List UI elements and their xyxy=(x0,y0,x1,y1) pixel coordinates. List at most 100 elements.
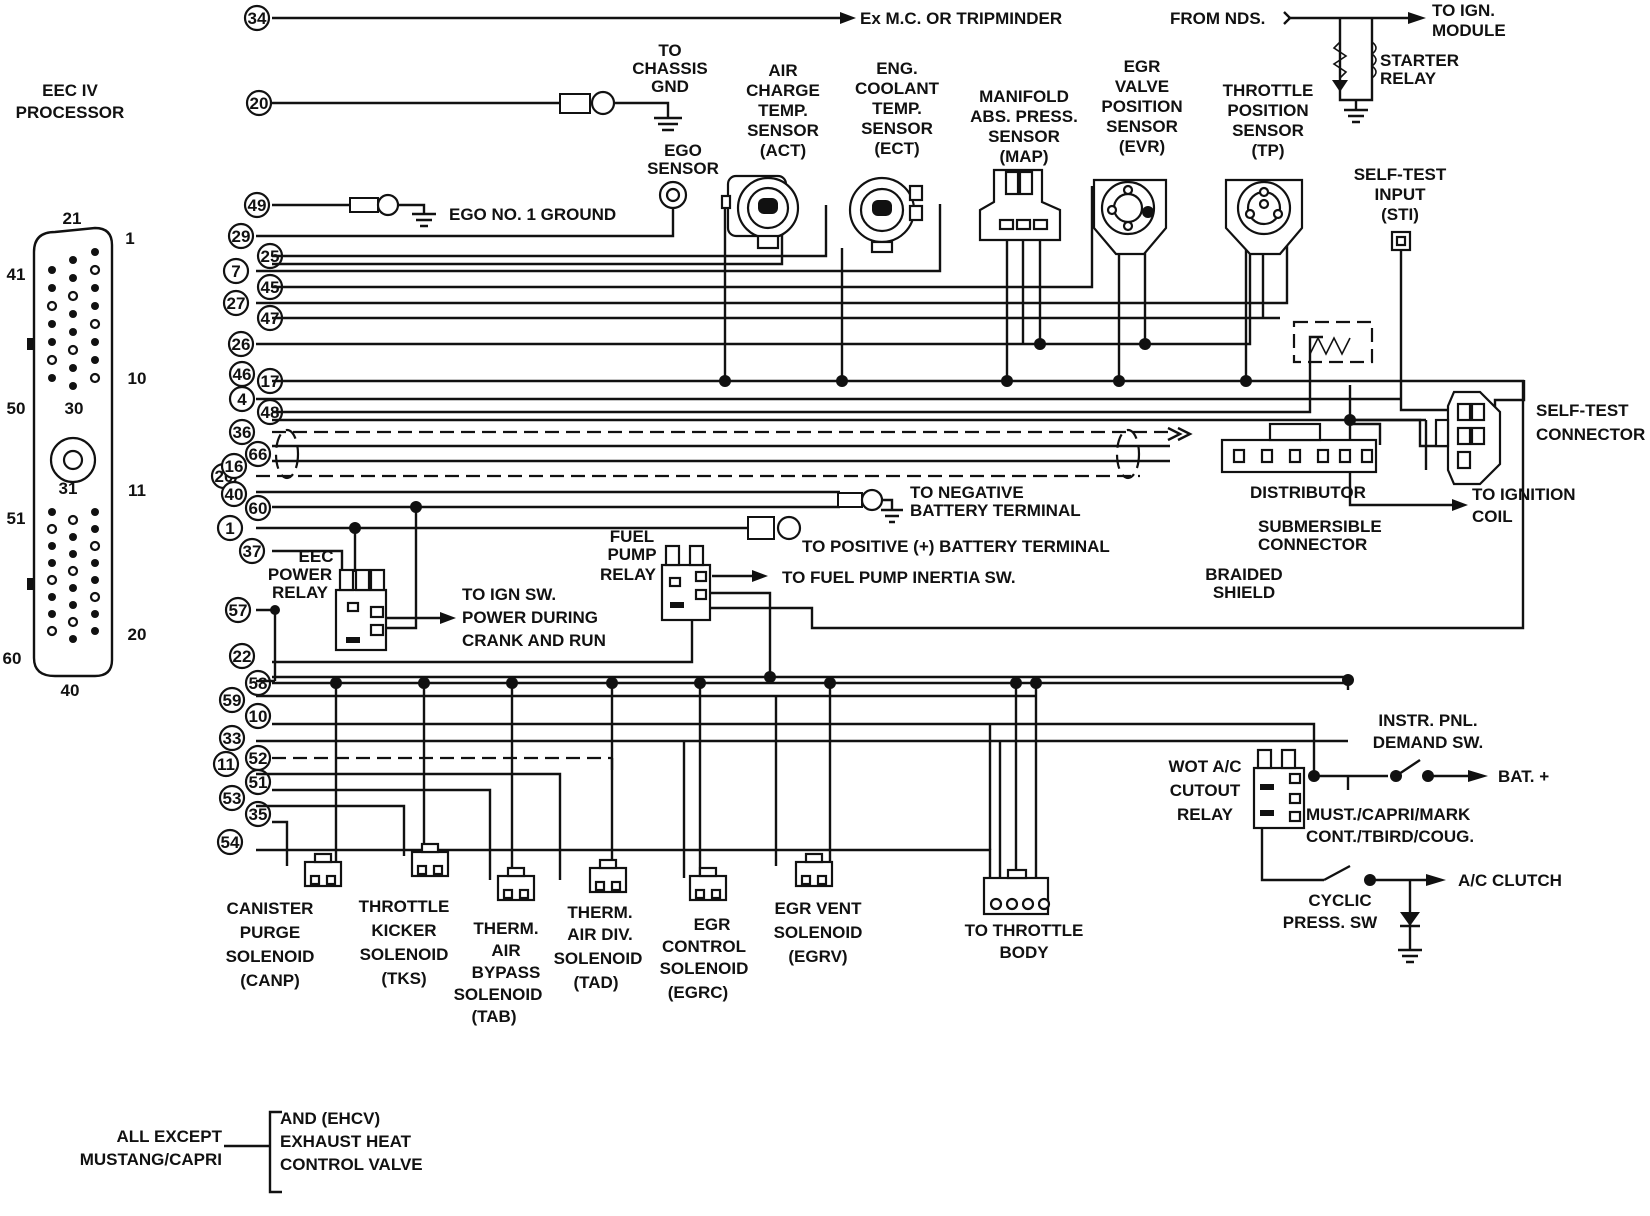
pin-circle-53: 53 xyxy=(218,784,246,812)
wire-53 xyxy=(256,804,406,856)
chassis-gnd-lead xyxy=(614,101,670,118)
conn-num-31: 31 xyxy=(59,479,78,498)
wiring: EGO NO. 1 GROUND xyxy=(224,11,1526,1194)
ego-gnd-lead xyxy=(398,203,426,214)
legend-bracket xyxy=(268,1110,282,1194)
chassis-ground-symbol xyxy=(654,116,682,132)
fuel-relay-to-22 xyxy=(700,591,772,677)
processor-connector-body xyxy=(32,226,114,678)
svg-text:10: 10 xyxy=(249,707,268,726)
instr-switch-blade xyxy=(1395,759,1421,777)
solenoid-connectors xyxy=(303,842,834,902)
ac-ground xyxy=(1398,948,1422,964)
pin-circle-33: 33 xyxy=(218,724,246,752)
distributor-label: DISTRIBUTOR xyxy=(1250,483,1366,502)
tad-solenoid-connector xyxy=(588,858,628,894)
svg-text:59: 59 xyxy=(223,691,242,710)
svg-text:51: 51 xyxy=(249,773,268,792)
from-nds-chevron xyxy=(1283,11,1292,25)
svg-text:66: 66 xyxy=(249,445,268,464)
pin-circle-52: 52 xyxy=(244,744,272,772)
starter-relay-coil xyxy=(1370,41,1377,79)
tks-solenoid-connector xyxy=(410,842,450,878)
conn-num-10: 10 xyxy=(128,369,147,388)
wire-35 xyxy=(272,820,289,866)
wire-48 xyxy=(272,335,1323,414)
arrow-ac-clutch xyxy=(1426,874,1446,886)
pin-circle-29: 29 xyxy=(227,222,255,250)
tp-sensor xyxy=(1224,178,1304,256)
svg-text:4: 4 xyxy=(237,390,247,409)
svg-text:40: 40 xyxy=(225,485,244,504)
pin-circle-46: 46 xyxy=(228,360,256,388)
svg-text:11: 11 xyxy=(217,755,235,774)
pin-circle-4: 4 xyxy=(228,385,256,413)
ego-ground-symbol xyxy=(412,212,436,228)
pin-circle-36: 36 xyxy=(228,418,256,446)
svg-text:37: 37 xyxy=(243,542,262,561)
pin-circle-59: 59 xyxy=(218,686,246,714)
wire-17 xyxy=(272,379,1525,630)
to-pos-battery-label: TO POSITIVE (+) BATTERY TERMINAL xyxy=(802,537,1110,556)
throttle-body-connector xyxy=(982,868,1051,916)
pin-circle-45: 45 xyxy=(256,273,284,301)
fuel-pump-relay xyxy=(660,544,712,622)
shield-end-right xyxy=(1115,428,1141,480)
map-sensor xyxy=(978,168,1062,242)
cyclic-switch-blade xyxy=(1323,864,1351,882)
starter-relay-resistor xyxy=(1332,41,1348,79)
wot-ac-cutout-relay xyxy=(1252,748,1306,830)
conn-num-50: 50 xyxy=(7,399,26,418)
svg-text:34: 34 xyxy=(248,9,267,28)
arrow-ign-sw xyxy=(440,612,456,624)
pin-circle-11: 11 xyxy=(212,750,240,778)
pin-circle-20: 20 xyxy=(245,89,273,117)
wire-29 xyxy=(256,208,675,238)
act-sensor xyxy=(720,174,800,250)
svg-text:52: 52 xyxy=(249,749,268,768)
diode-symbol xyxy=(1400,912,1420,926)
svg-text:17: 17 xyxy=(261,372,280,391)
svg-text:48: 48 xyxy=(261,403,280,422)
dashed-resistor-box xyxy=(1292,320,1374,364)
svg-text:46: 46 xyxy=(233,365,252,384)
distributor-connector xyxy=(1220,422,1378,474)
arrow-ign-module xyxy=(1408,12,1426,24)
ego-ground-label: EGO NO. 1 GROUND xyxy=(449,205,616,224)
instr-pnl-label: INSTR. PNL.DEMAND SW. xyxy=(1373,711,1484,752)
conn-num-60: 60 xyxy=(3,649,22,668)
starter-relay-loop xyxy=(1338,18,1374,102)
arrow-34 xyxy=(840,12,856,24)
svg-text:33: 33 xyxy=(223,729,242,748)
svg-text:60: 60 xyxy=(249,499,268,518)
sti-lead xyxy=(1399,248,1403,399)
pin-circle-66: 66 xyxy=(244,440,272,468)
from-nds-label: FROM NDS. xyxy=(1170,9,1265,28)
svg-text:49: 49 xyxy=(248,196,267,215)
pin-circle-1: 1 xyxy=(216,514,244,542)
conn-num-51: 51 xyxy=(7,509,26,528)
pin-circle-48: 48 xyxy=(256,398,284,426)
pin-circle-47: 47 xyxy=(256,304,284,332)
center-bolt-inner xyxy=(62,449,84,471)
relay-feed-2 xyxy=(383,507,418,630)
sti-terminal-inner xyxy=(1395,235,1407,247)
pin-circle-60: 60 xyxy=(244,494,272,522)
